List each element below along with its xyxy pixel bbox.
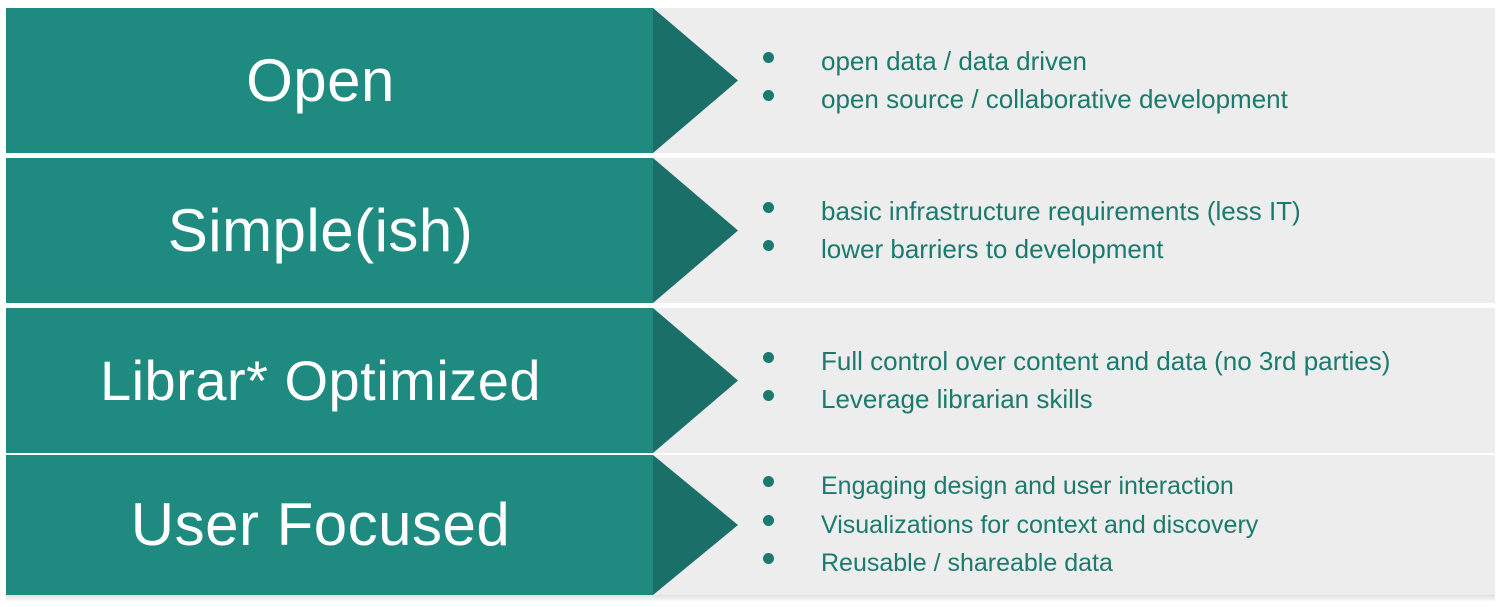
chevron-label-simple: Simple(ish) [167,196,474,264]
list-item: Engaging design and user interaction [763,467,1495,506]
list-item-label: open data / data driven [821,45,1087,76]
chevron-label-user-focused: User Focused [130,491,511,558]
chevron-body [6,158,653,303]
figure-drop-shadow [6,595,1495,602]
row-panel-background [653,158,1495,303]
row-panel-background [653,308,1495,453]
list-item: basic infrastructure requirements (less … [763,193,1495,231]
chevron-shape-simple: Simple(ish) [6,158,738,303]
list-item-label: Engaging design and user interaction [821,471,1234,500]
list-item: Visualizations for context and discovery [763,506,1495,545]
chevron-shape-library-optimized: Librar* Optimized [6,308,738,453]
infographic-row-simple: Simple(ish) basic infrastructure require… [0,158,1503,303]
row-panel-background [653,455,1495,595]
chevron-body [6,308,653,453]
chevron-shape-open: Open [6,8,738,153]
list-item: Reusable / shareable data [763,544,1495,583]
bullet-list-library-optimized: Full control over content and data (no 3… [653,308,1495,453]
chevron-label-open: Open [246,46,395,114]
list-item-label: Leverage librarian skills [821,383,1093,414]
list-item: Full control over content and data (no 3… [763,343,1495,381]
list-item-label: Full control over content and data (no 3… [821,345,1391,376]
bullet-dot-icon [763,553,774,565]
bullet-dot-icon [763,201,774,213]
list-item: open source / collaborative development [763,81,1495,119]
infographic-row-user-focused: User Focused Engaging design and user in… [0,455,1503,595]
bullet-dot-icon [763,239,774,251]
chevron-body [6,8,653,153]
list-item-label: Visualizations for context and discovery [821,510,1259,539]
bullet-dot-icon [763,51,774,63]
infographic-row-library-optimized: Librar* Optimized Full control over cont… [0,308,1503,453]
bullet-dot-icon [763,89,774,101]
row-panel-background [653,8,1495,153]
bullet-dot-icon [763,514,774,526]
list-item: lower barriers to development [763,231,1495,269]
infographic-row-open: Open open data / data driven open source… [0,8,1503,153]
bullet-dot-icon [763,389,774,401]
list-item-label: lower barriers to development [821,233,1164,264]
chevron-shape-user-focused: User Focused [6,455,738,595]
list-item: Leverage librarian skills [763,381,1495,419]
chevron-body [6,455,653,595]
list-item-label: basic infrastructure requirements (less … [821,195,1301,226]
bullet-list-open: open data / data driven open source / co… [653,8,1495,153]
list-item-label: Reusable / shareable data [821,549,1113,578]
list-item-label: open source / collaborative development [821,83,1288,114]
chevron-label-library-optimized: Librar* Optimized [99,348,542,412]
list-item: open data / data driven [763,43,1495,81]
bullet-list-user-focused: Engaging design and user interaction Vis… [653,455,1495,595]
bullet-dot-icon [763,351,774,363]
bullet-dot-icon [763,475,774,487]
bullet-list-simple: basic infrastructure requirements (less … [653,158,1495,303]
